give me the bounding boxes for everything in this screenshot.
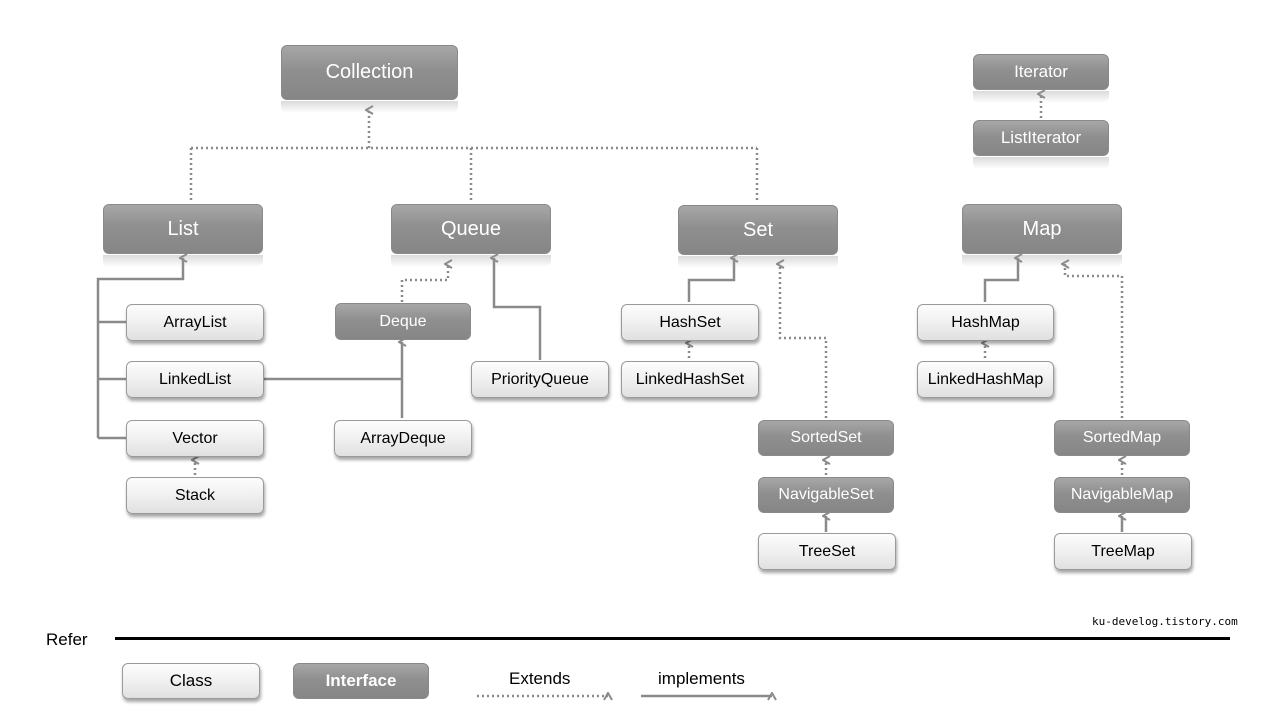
node-deque: Deque: [335, 303, 471, 340]
node-hashset: HashSet: [621, 304, 759, 341]
extends-edge-sortedmap: [1065, 264, 1124, 418]
legend-extends-label: Extends: [509, 669, 571, 688]
node-map: Map: [962, 204, 1122, 254]
node-hashmap: HashMap: [917, 304, 1054, 341]
node-linkedhashmap-label: LinkedHashMap: [927, 370, 1044, 388]
legend-divider: [115, 637, 1230, 640]
node-linkedhashset-label: LinkedHashSet: [635, 370, 745, 388]
implements-edge-priorityqueue: [494, 258, 542, 360]
queue-reflection: [391, 255, 551, 267]
node-sortedmap-label: SortedMap: [1082, 429, 1162, 446]
node-arraydeque: ArrayDeque: [334, 420, 472, 457]
implements-edge-hashset: [687, 258, 734, 302]
node-navigablemap-label: NavigableMap: [1070, 486, 1174, 503]
node-list-label: List: [167, 217, 199, 240]
legend-class-label: Class: [169, 671, 213, 690]
set-reflection: [678, 256, 838, 268]
node-listiterator: ListIterator: [973, 120, 1109, 156]
node-treemap-label: TreeMap: [1091, 542, 1155, 560]
node-set: Set: [678, 205, 838, 255]
node-linkedhashmap: LinkedHashMap: [917, 361, 1054, 398]
node-list: List: [103, 204, 263, 254]
node-sortedset-label: SortedSet: [790, 429, 862, 446]
node-linkedhashset: LinkedHashSet: [621, 361, 759, 398]
extends-edge-deque: [400, 264, 448, 302]
map-reflection: [962, 255, 1122, 267]
legend-title: Refer: [46, 630, 88, 649]
node-iterator-label: Iterator: [1014, 62, 1068, 81]
node-navigableset: NavigableSet: [758, 477, 894, 513]
node-deque-label: Deque: [379, 312, 427, 330]
node-arraylist-label: ArrayList: [163, 313, 227, 331]
watermark: ku-develog.tistory.com: [1092, 615, 1238, 628]
listiterator-reflection: [973, 157, 1109, 169]
legend-interface-label: Interface: [325, 671, 397, 690]
node-priorityqueue: PriorityQueue: [471, 361, 609, 398]
legend-class-box: Class: [122, 663, 260, 699]
implements-edge-hashmap: [983, 258, 1018, 302]
node-sortedmap: SortedMap: [1054, 420, 1190, 456]
node-set-label: Set: [742, 218, 774, 241]
node-queue-label: Queue: [440, 217, 502, 240]
node-treeset: TreeSet: [758, 533, 896, 570]
implements-edge-list: [96, 258, 183, 438]
iterator-reflection: [973, 91, 1109, 103]
node-stack-label: Stack: [174, 486, 215, 504]
node-hashset-label: HashSet: [659, 313, 721, 331]
node-stack: Stack: [126, 477, 264, 514]
node-iterator: Iterator: [973, 54, 1109, 90]
node-hashmap-label: HashMap: [951, 313, 1020, 331]
node-linkedlist-label: LinkedList: [158, 370, 232, 388]
node-collection: Collection: [281, 45, 458, 100]
legend-implements-label: implements: [658, 669, 745, 688]
collection-reflection: [281, 101, 458, 113]
node-priorityqueue-label: PriorityQueue: [491, 370, 589, 388]
node-treemap: TreeMap: [1054, 533, 1192, 570]
node-navigablemap: NavigableMap: [1054, 477, 1190, 513]
node-listiterator-label: ListIterator: [1000, 128, 1082, 147]
node-linkedlist: LinkedList: [126, 361, 264, 398]
list-reflection: [103, 255, 263, 267]
legend-interface-box: Interface: [293, 663, 429, 699]
node-collection-label: Collection: [325, 61, 414, 83]
node-map-label: Map: [1022, 217, 1062, 240]
node-vector: Vector: [126, 420, 264, 457]
node-treeset-label: TreeSet: [798, 542, 856, 560]
extends-edge-sortedset: [780, 264, 828, 418]
node-arraydeque-label: ArrayDeque: [360, 429, 446, 447]
node-navigableset-label: NavigableSet: [778, 486, 874, 503]
node-arraylist: ArrayList: [126, 304, 264, 341]
node-queue: Queue: [391, 204, 551, 254]
node-vector-label: Vector: [172, 429, 218, 447]
node-sortedset: SortedSet: [758, 420, 894, 456]
